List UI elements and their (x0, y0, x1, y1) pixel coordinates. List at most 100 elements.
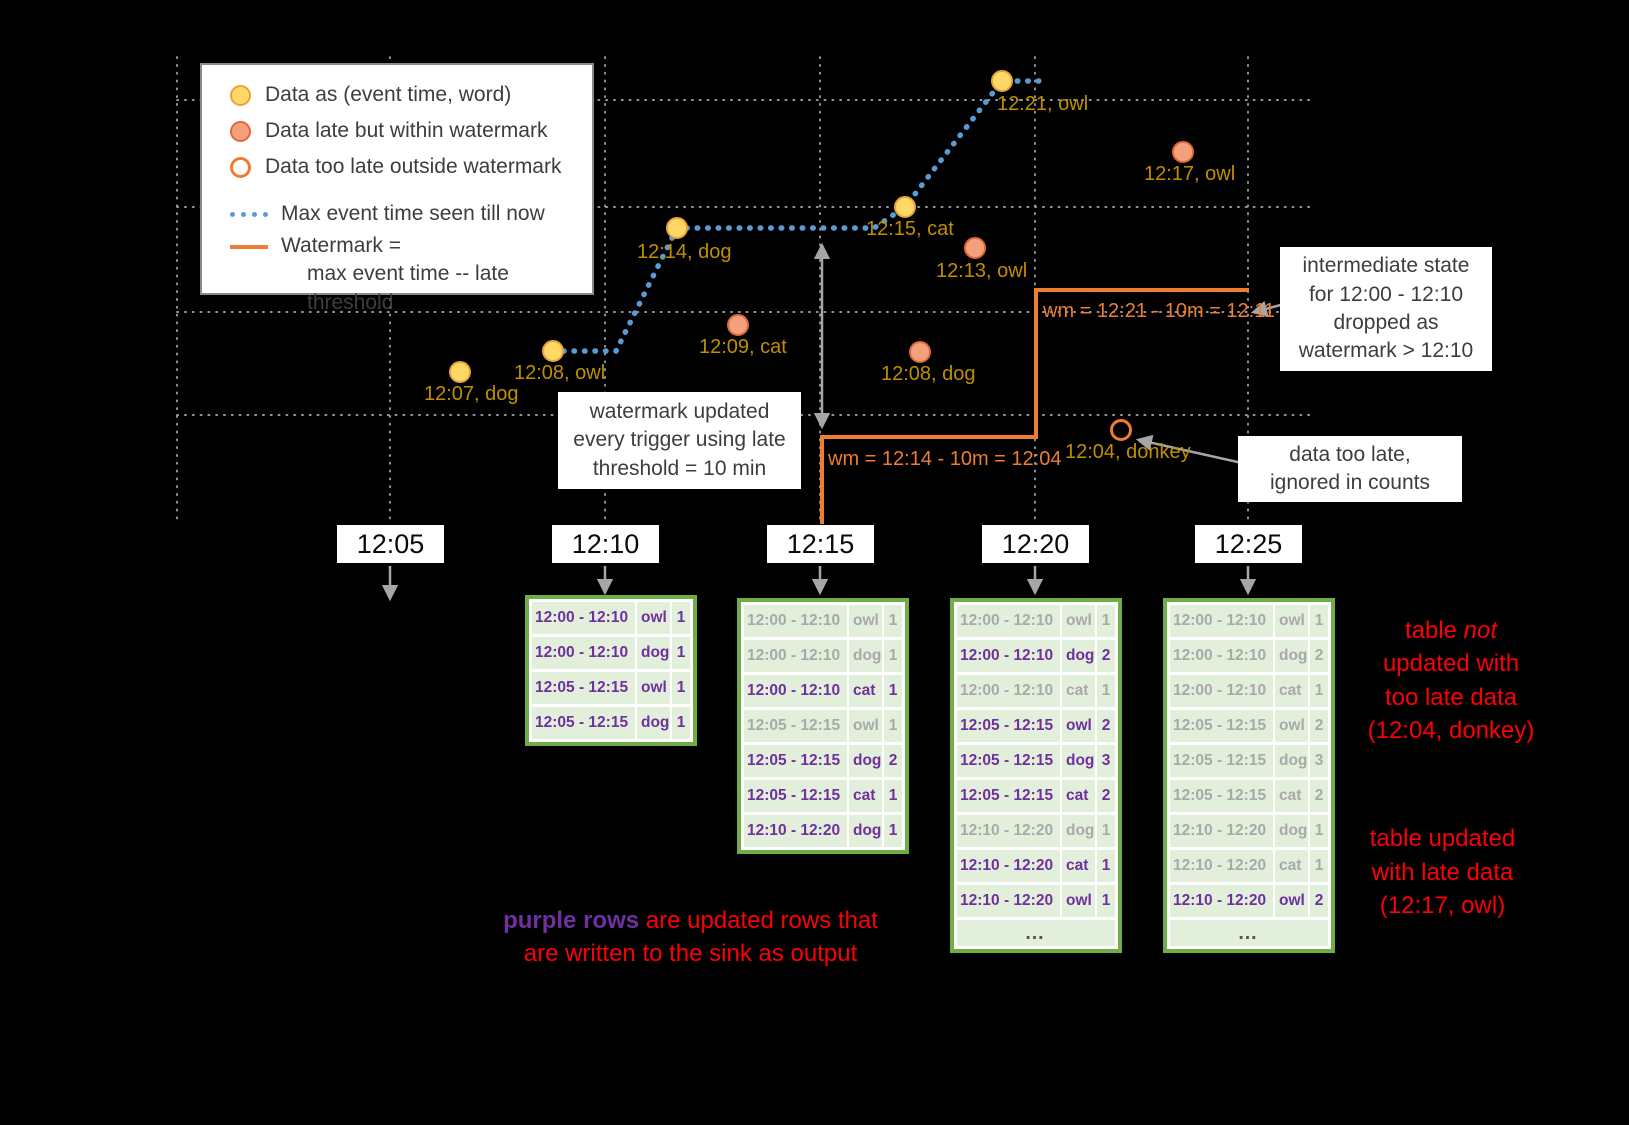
num-cell: 2 (1308, 710, 1328, 742)
word-cell: owl (635, 602, 670, 634)
legend-label: Data as (event time, word) (265, 83, 512, 106)
word-cell: cat (1060, 675, 1095, 707)
legend-item-ontime: Data as (event time, word) (230, 77, 592, 113)
word-cell: owl (1273, 710, 1308, 742)
toolate-point-icon (230, 156, 251, 178)
legend-watermark-label-1: Watermark = (281, 234, 401, 257)
num-cell: 2 (1095, 710, 1115, 742)
num-cell: 1 (1095, 815, 1115, 847)
table-ellipsis: … (1170, 920, 1328, 946)
num-cell: 2 (1095, 640, 1115, 672)
ontime-point-icon (230, 84, 251, 106)
data-point-label: 12:08, owl (514, 362, 606, 384)
data-point-ontime (991, 70, 1013, 92)
win-cell: 12:05 - 12:15 (747, 717, 841, 734)
trigger-time-1210: 12:10 (552, 525, 659, 563)
legend-label: Max event time seen till now (281, 202, 545, 225)
data-point-ontime (666, 217, 688, 239)
word-cell: owl (847, 710, 882, 742)
data-point-ontime (894, 196, 916, 218)
win-cell: 12:00 - 12:10 (747, 647, 841, 664)
word-cell: dog (847, 745, 882, 777)
win-cell: 12:05 - 12:15 (747, 752, 841, 769)
watermark-line (820, 288, 1249, 524)
watermark-line-icon (230, 245, 268, 249)
callout-data-too-late: data too late, ignored in counts (1238, 436, 1462, 502)
num-cell: 1 (1308, 815, 1328, 847)
win-cell: 12:10 - 12:20 (1173, 822, 1267, 839)
table-ellipsis: … (957, 920, 1115, 946)
note-text-emphasis: not (1463, 616, 1498, 644)
word-cell: cat (1273, 780, 1308, 812)
data-point-late (964, 237, 986, 259)
word-cell: dog (635, 707, 670, 739)
win-cell: 12:05 - 12:15 (960, 717, 1054, 734)
legend-item-toolate: Data too late outside watermark (230, 149, 592, 185)
note-purple-rows: purple rows are updated rows that are wr… (468, 870, 913, 971)
note-purple-rest: are updated rows that are written to the… (523, 906, 878, 968)
note-purple-lead: purple rows (503, 906, 640, 934)
num-cell: 1 (1308, 850, 1328, 882)
word-cell: owl (1273, 605, 1308, 637)
word-cell: cat (847, 675, 882, 707)
legend-label: Data late but within watermark (265, 119, 548, 142)
win-cell: 12:00 - 12:10 (1173, 647, 1267, 664)
word-cell: cat (1060, 780, 1095, 812)
word-cell: dog (1273, 640, 1308, 672)
data-point-ontime (542, 340, 564, 362)
win-cell: 12:05 - 12:15 (535, 714, 629, 731)
num-cell: 2 (1308, 780, 1328, 812)
word-cell: dog (1060, 745, 1095, 777)
legend-item-late: Data late but within watermark (230, 113, 592, 149)
num-cell: 1 (1308, 605, 1328, 637)
trigger-time-1215: 12:15 (767, 525, 874, 563)
data-point-late (727, 314, 749, 336)
word-cell: owl (1060, 885, 1095, 917)
trigger-time-1225: 12:25 (1195, 525, 1302, 563)
num-cell: 3 (1308, 745, 1328, 777)
callout-intermediate-state-dropped: intermediate state for 12:00 - 12:10 dro… (1280, 247, 1492, 371)
num-cell: 1 (882, 815, 902, 847)
num-cell: 1 (882, 675, 902, 707)
watermark-value-label-1: wm = 12:14 - 10m = 12:04 (828, 448, 1062, 470)
num-cell: 1 (1095, 675, 1115, 707)
data-point-label: 12:08, dog (881, 363, 976, 385)
num-cell: 1 (670, 707, 690, 739)
win-cell: 12:00 - 12:10 (960, 682, 1054, 699)
word-cell: owl (1060, 710, 1095, 742)
win-cell: 12:10 - 12:20 (747, 822, 841, 839)
num-cell: 1 (1095, 885, 1115, 917)
num-cell: 1 (882, 710, 902, 742)
num-cell: 1 (670, 637, 690, 669)
win-cell: 12:05 - 12:15 (1173, 752, 1267, 769)
max-event-time-line (550, 78, 1046, 354)
watermark-value-label-2: wm = 12:21 - 10m = 12:11 (1043, 300, 1275, 322)
callout-watermark-updated: watermark updated every trigger using la… (558, 392, 801, 489)
word-cell: owl (1060, 605, 1095, 637)
note-table-updated-late: table updated with late data (12:17, owl… (1369, 825, 1516, 920)
num-cell: 2 (882, 745, 902, 777)
